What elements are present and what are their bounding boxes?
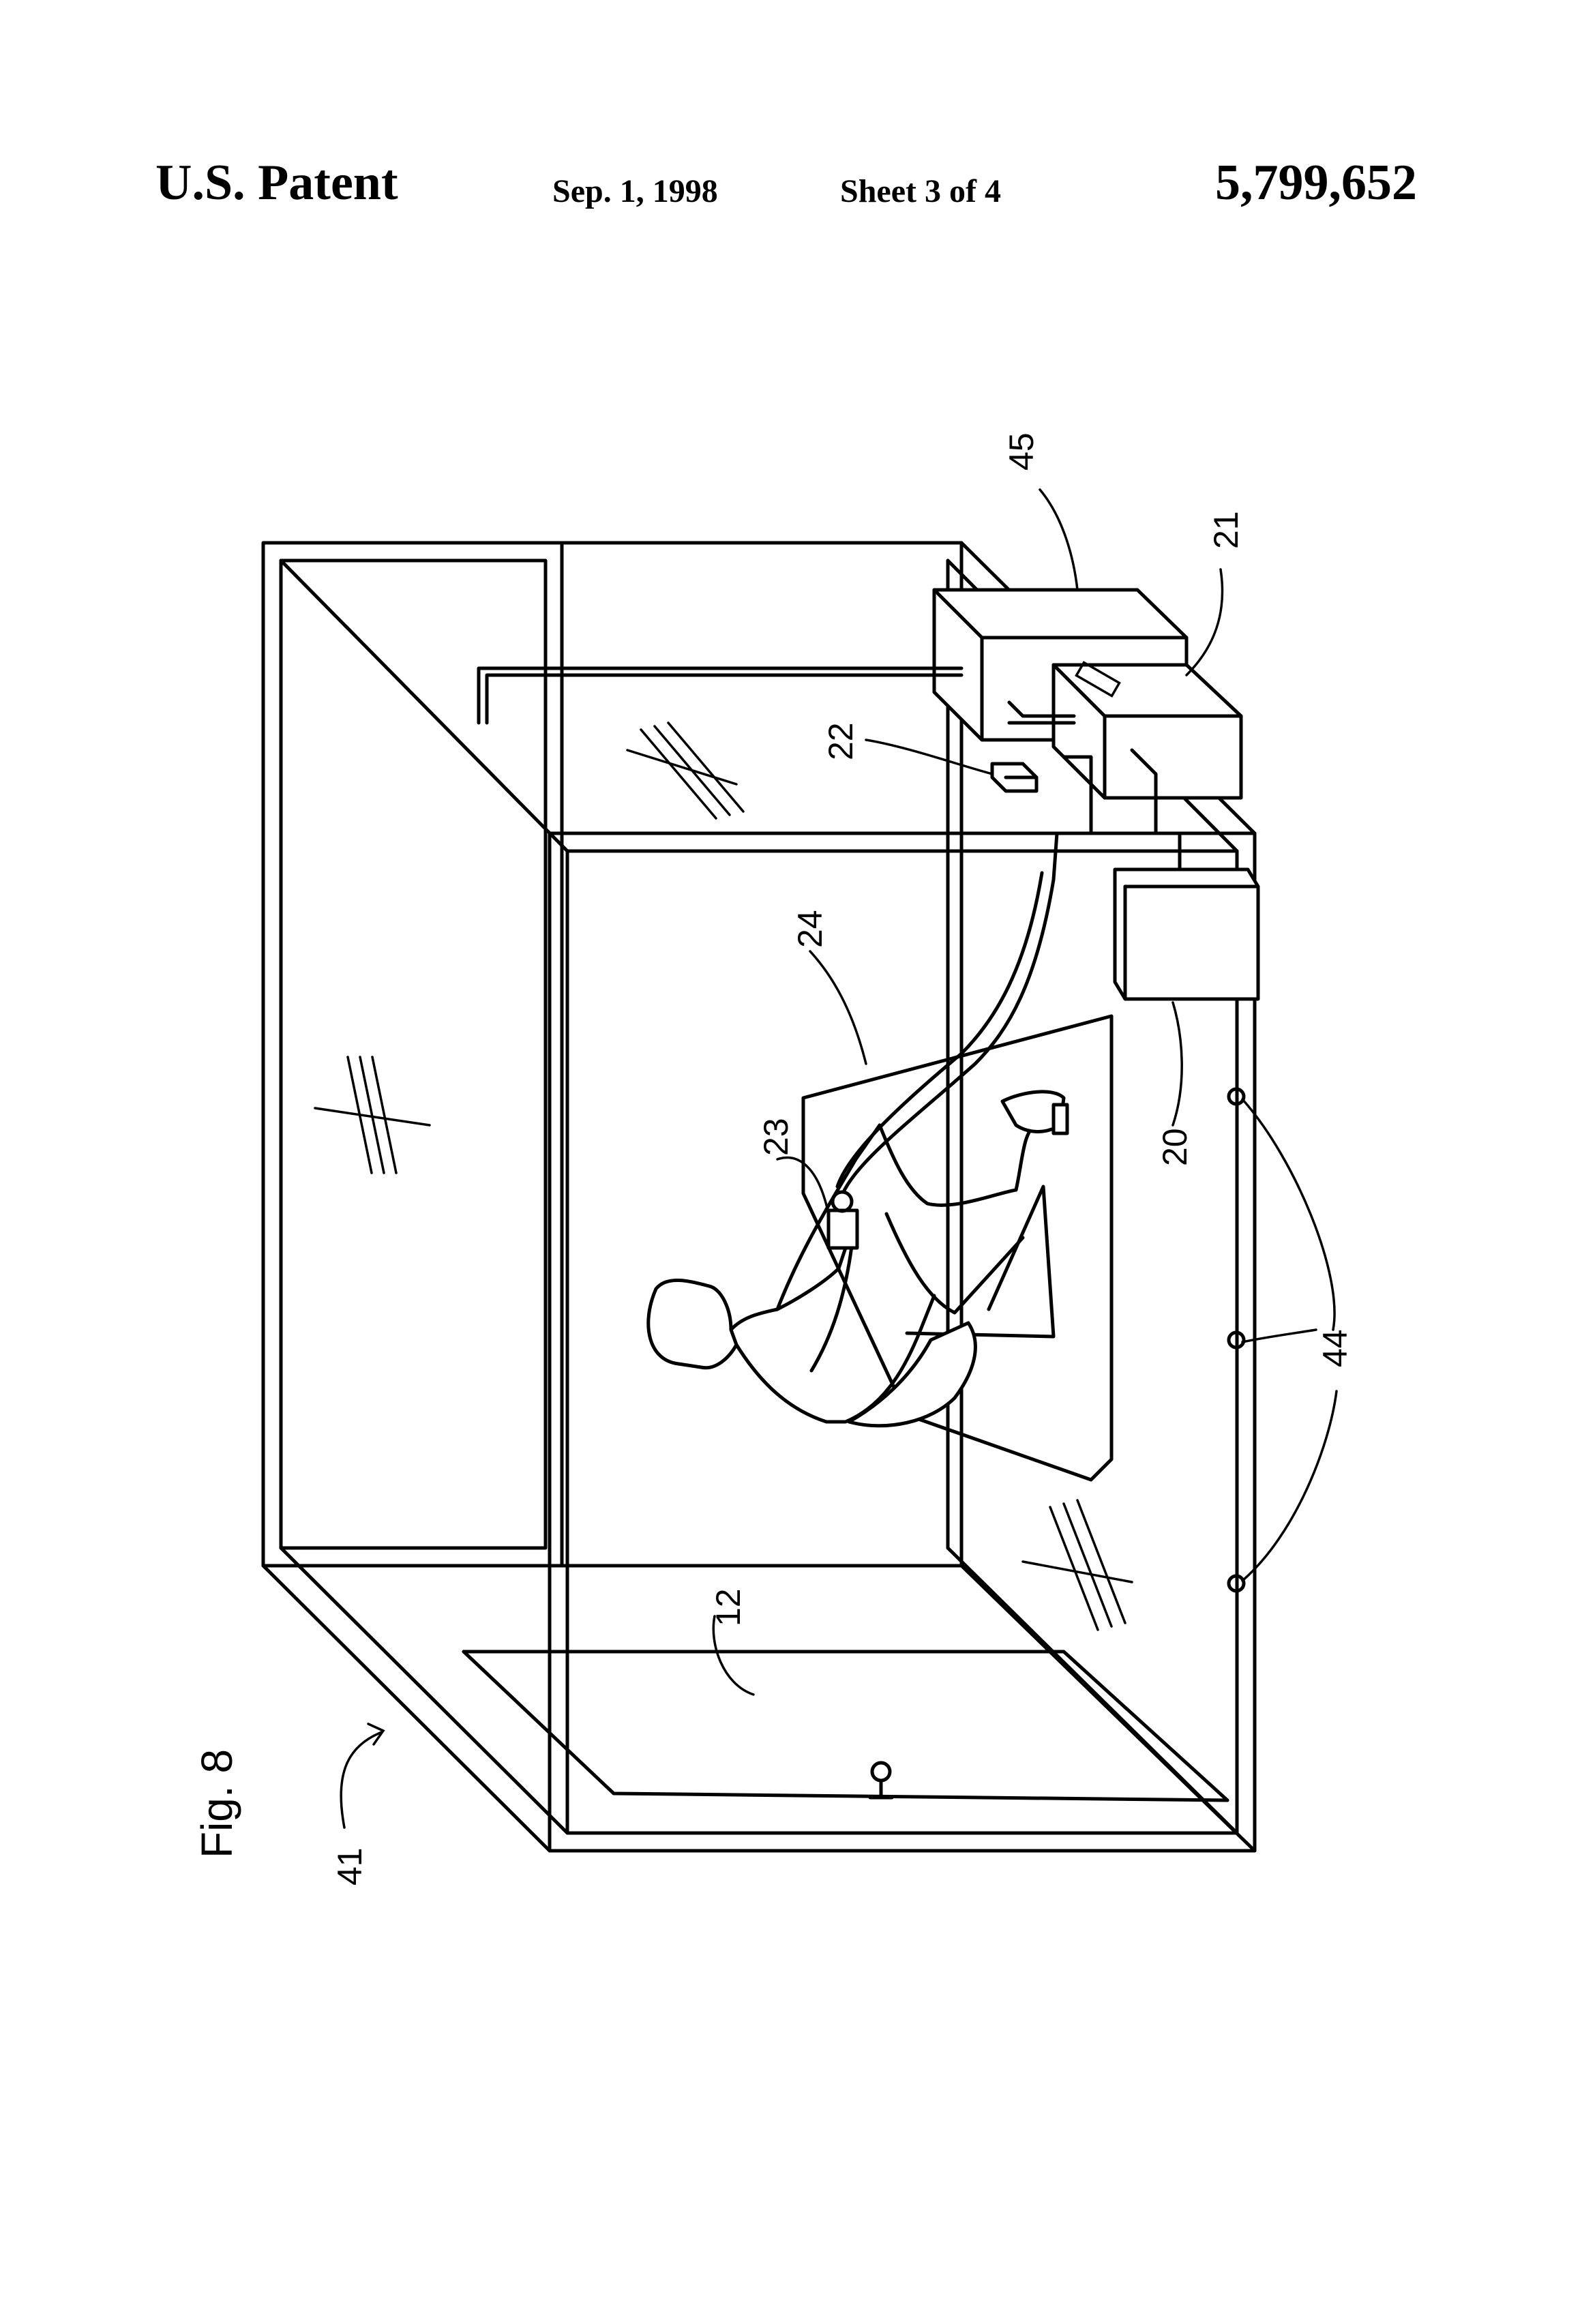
patent-number: 5,799,652 [1215,155,1417,211]
top-edge-upper [279,558,569,853]
ref-22: 22 [822,722,860,760]
figure-label: Fig. 8 [192,1749,241,1858]
ref-20: 20 [1156,1128,1194,1166]
box-20 [1113,831,1260,1001]
nozzle-icon [1227,1330,1246,1350]
person-figure [646,1090,1069,1428]
bottom-edge-lower-inner [946,1546,1239,1835]
nozzle-icon [1227,1087,1246,1106]
patent-label: U.S. Patent [155,155,398,211]
ref-41: 41 [331,1847,369,1886]
glass-hatch-marks [314,721,1133,1631]
patent-header: U.S. Patent Sep. 1, 1998 Sheet 3 of 4 5,… [0,153,1582,228]
ref-44: 44 [1316,1329,1354,1367]
figure-text: Fig. 8 41 12 44 20 23 24 22 21 45 [192,432,1354,1886]
sensor-22 [990,762,1039,793]
reference-leaders [340,488,1338,1829]
front-panel-inner [565,849,1239,1835]
patent-date: Sep. 1, 1998 [552,173,718,209]
front-panel-outer [548,831,1257,1853]
ref-24: 24 [791,910,829,948]
ref-21: 21 [1207,511,1245,549]
nozzle-icon [1227,1574,1246,1593]
nozzles-44 [1227,1087,1246,1593]
back-panel-inner [279,558,548,1550]
sheet-number: Sheet 3 of 4 [840,173,1001,209]
ref-12: 12 [709,1588,747,1626]
ref-45: 45 [1002,432,1041,471]
top-edge-lower [261,1564,552,1853]
cable-24 [835,831,1059,1194]
top-edge-lower-inner [279,1546,569,1835]
box-21 [1007,661,1243,835]
ref-23: 23 [757,1118,795,1156]
door-handle-icon [870,1761,892,1783]
device-23 [826,1208,859,1250]
back-panel-outer [261,541,564,1568]
lounger-bench [801,1014,1114,1482]
door-12 [462,1650,1229,1802]
